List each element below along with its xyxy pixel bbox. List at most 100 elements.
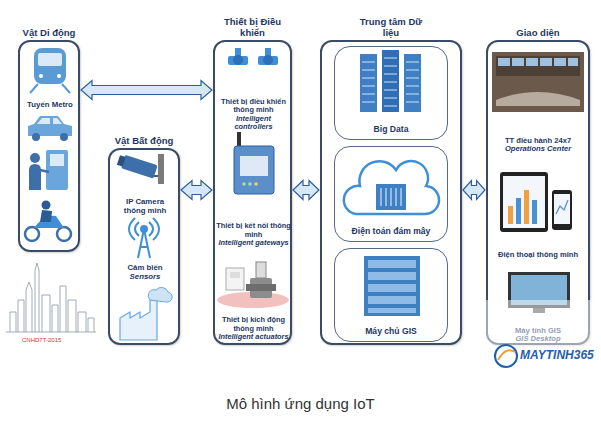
gis-server-icon [368,272,416,280]
actuator-icon [230,272,240,278]
operations-center-icon [526,58,538,66]
watermark-panel [483,300,601,420]
column-heading: Thiết bị Điều khiển [218,17,288,39]
tablet-phone-icon [500,172,572,232]
double-arrow [81,81,212,100]
motorbike-icon [57,227,71,241]
item-label: Thiết bị kết nối thông minh [216,222,291,239]
column-heading: Vật Di động [14,28,84,39]
operations-center-icon [492,52,584,112]
sensor-antenna-icon [129,218,159,258]
item-label: Thiết bị kích động thông minh [216,316,291,333]
operations-center-icon [512,58,524,66]
ip-camera-icon [116,153,164,184]
column-box: Trung tâm Dữ liệuBig DataĐiện toán đám m… [320,40,462,345]
factory-icon [148,287,172,302]
double-arrow [293,181,319,200]
ip-camera-icon [116,153,157,178]
metro-icon [38,53,62,66]
metro-icon [30,84,70,93]
tablet-phone-icon [556,200,568,214]
service-box: Điện toán đám mây [334,146,448,242]
device-item: Tuyến Metro [22,46,78,110]
ticket-kiosk-icon [30,153,40,163]
actuator-icon [217,262,289,308]
car-icon [60,133,68,141]
big-data-icon [382,50,399,112]
metro-icon [57,74,61,78]
city-skyline [6,263,96,332]
item-label: Tuyến Metro [27,101,73,110]
column-box: Vật Bất độngIP Camera thông minhCảm biến… [108,148,180,345]
tablet-phone-icon [532,200,537,224]
sensor-antenna-icon [129,218,139,240]
controller-icon [233,55,243,65]
column-heading: Trung tâm Dữ liệu [351,17,431,39]
double-arrow [181,181,212,200]
cloud-icon [344,161,439,214]
double-arrow [463,181,485,200]
big-data-icon [360,54,377,112]
operations-center-icon [554,58,566,66]
gis-server-icon [368,296,416,304]
controller-icon [263,55,273,65]
big-data-icon [362,58,419,106]
item-label: Điện thoại thông minh [498,251,578,260]
device-item: IP Camera thông minh [112,154,178,216]
service-box: Big Data [334,46,448,140]
gis-server-icon [368,260,416,268]
ticket-kiosk-icon [46,150,68,190]
device-item: TT điều hành 24x7Operations Center [490,46,586,154]
column-heading: Vật Bất động [108,136,180,147]
gis-server-icon [368,308,416,313]
cloud-icon [376,184,406,210]
device-item: Điện thoại thông minh [490,160,586,260]
motorbike-icon [42,201,51,210]
car-icon [53,118,62,124]
tablet-phone-icon [503,176,545,228]
sensor-antenna-icon [141,226,147,232]
item-label: Sensors [130,273,161,282]
ticket-kiosk-icon [29,164,41,190]
motorbike-icon [25,227,39,241]
operations-center-icon [540,58,552,66]
big-data-icon [404,54,421,112]
car-icon [28,116,72,136]
operations-center-icon [498,58,510,66]
gateway-icon [240,156,268,176]
big-data-icon [360,50,421,112]
actuator-icon [256,262,266,278]
figure-code: CNHD7T-2015 [22,337,61,343]
tablet-phone-icon [508,206,513,224]
watermark-panel [498,350,515,360]
service-label: Máy chủ GIS [365,327,417,337]
ticket-kiosk-icon [40,170,49,172]
factory-icon [120,300,157,340]
operations-center-icon [568,58,578,66]
controller-icon [258,56,278,65]
device-item: Thiết bị kết nối thông minhIntelligent g… [216,138,291,248]
figure-caption: Mô hình ứng dụng IoT [0,395,601,412]
item-label: Thiết bị điều khiển thông minh [216,98,291,115]
tablet-phone-icon [500,172,548,232]
device-item: Cảm biếnSensors [112,218,178,282]
gis-server-icon [364,256,420,316]
ticket-kiosk-icon [29,150,68,190]
cloud-icon [344,161,439,214]
ip-camera-icon [117,155,126,166]
car-icon [37,118,50,124]
controller-icon [228,56,248,65]
gateway-icon [242,182,246,186]
factory-icon [120,287,172,340]
watermark-text: MAYTINH365 [520,348,594,362]
column-box: Thiết bị Điều khiểnThiết bị điều khiển t… [213,40,292,345]
gis-server-icon [364,256,420,316]
service-label: Điện toán đám mây [352,227,431,237]
sensor-antenna-icon [149,218,159,240]
gateway-icon [254,182,258,186]
item-label: Intelligent controllers [216,115,291,132]
actuator-icon [246,284,276,291]
item-label: IP Camera thông minh [121,198,169,216]
metro-icon [39,74,43,78]
column-box: Giao diệnTT điều hành 24x7Operations Cen… [486,40,590,345]
